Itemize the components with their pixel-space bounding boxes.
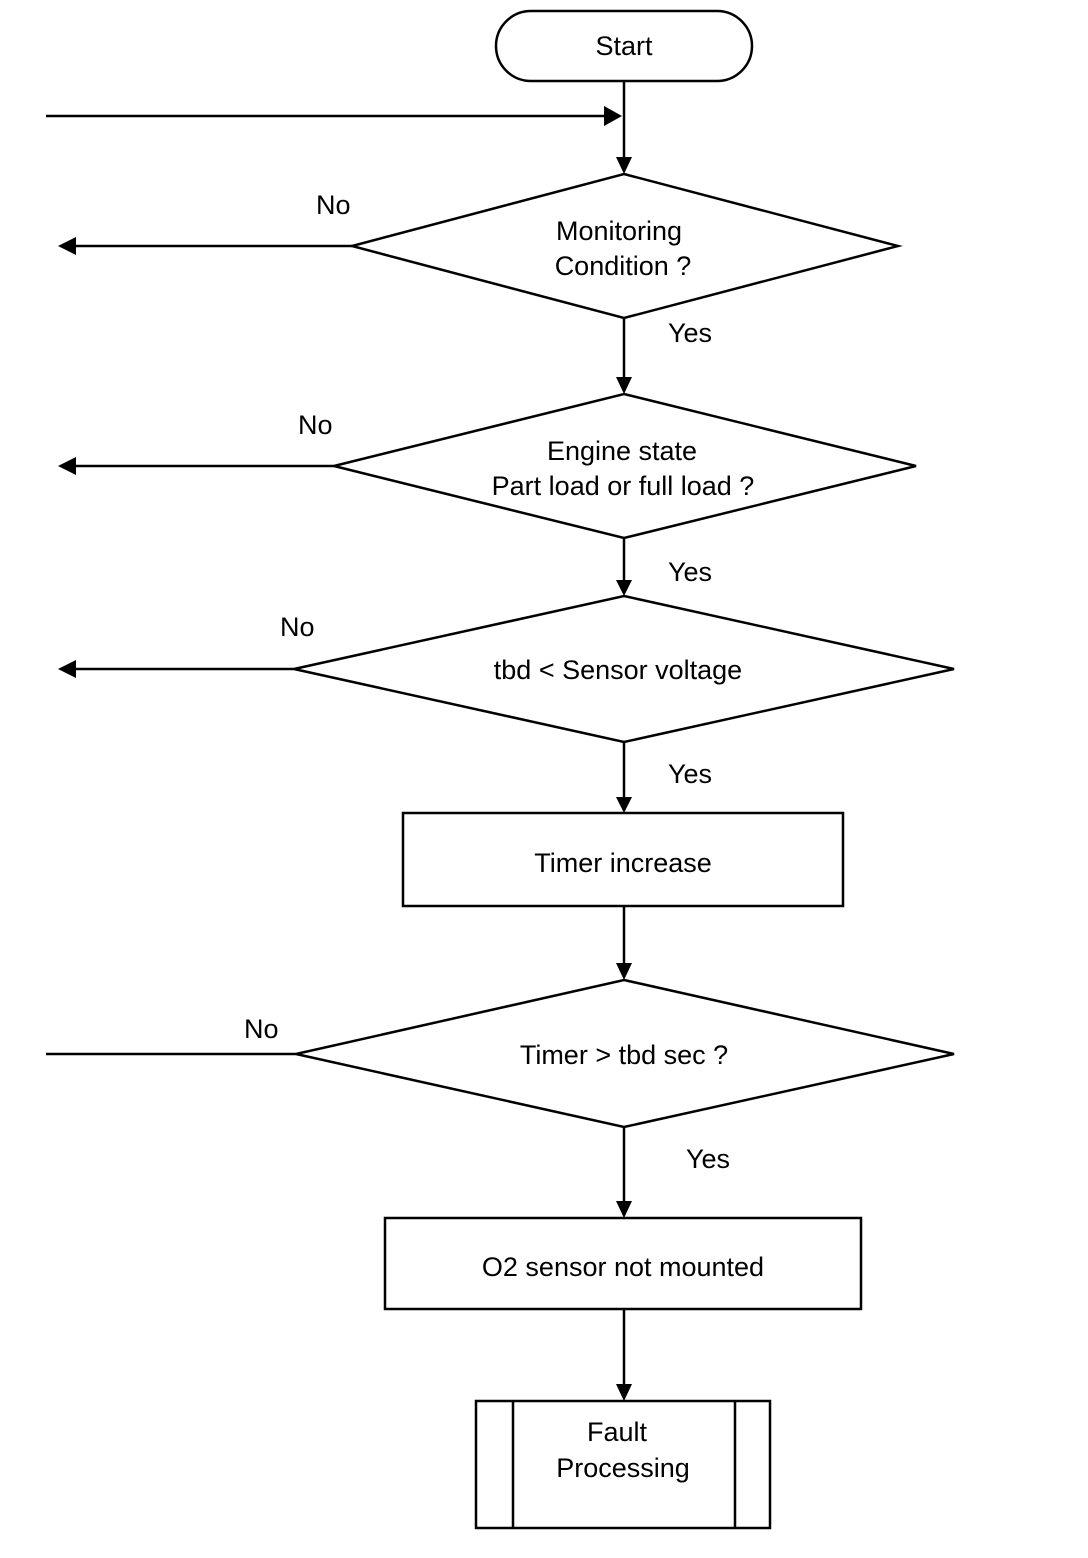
subprocess-fault-line2: Processing [556, 1453, 690, 1483]
decision-timer-label: Timer > tbd sec ? [520, 1040, 728, 1070]
start-label: Start [595, 31, 653, 61]
decision-engine-state [334, 394, 916, 538]
decision-monitoring-line2: Condition ? [555, 251, 692, 281]
yes-label-engine-state: Yes [668, 557, 712, 587]
no-label-sensor-voltage: No [280, 612, 315, 642]
arrowhead-timer-decision [616, 963, 632, 980]
no-label-engine-state: No [298, 410, 333, 440]
arrowhead-no-sensor-voltage [58, 660, 76, 678]
arrowhead-return-loop [604, 106, 622, 126]
process-o2-label: O2 sensor not mounted [482, 1252, 764, 1282]
arrowhead-timer-increase [616, 797, 632, 813]
arrowhead-fault-processing [616, 1384, 632, 1401]
decision-sensor-voltage-label: tbd < Sensor voltage [494, 655, 742, 685]
no-label-timer: No [244, 1014, 279, 1044]
arrowhead-no-monitoring [58, 237, 76, 255]
decision-engine-line2: Part load or full load ? [492, 471, 755, 501]
arrowhead-o2-process [616, 1201, 632, 1218]
arrowhead-sensor-voltage [616, 580, 632, 596]
arrowhead-monitoring [616, 157, 632, 174]
arrowhead-no-engine-state [58, 457, 76, 475]
yes-label-monitoring: Yes [668, 318, 712, 348]
yes-label-sensor-voltage: Yes [668, 759, 712, 789]
decision-monitoring-line1: Monitoring [556, 216, 682, 246]
subprocess-fault-line1: Fault [587, 1417, 648, 1447]
no-label-monitoring: No [316, 190, 351, 220]
decision-engine-line1: Engine state [547, 436, 697, 466]
decision-monitoring-condition [352, 174, 898, 318]
yes-label-timer: Yes [686, 1144, 730, 1174]
process-timer-increase-label: Timer increase [534, 848, 712, 878]
arrowhead-engine-state [616, 377, 632, 394]
